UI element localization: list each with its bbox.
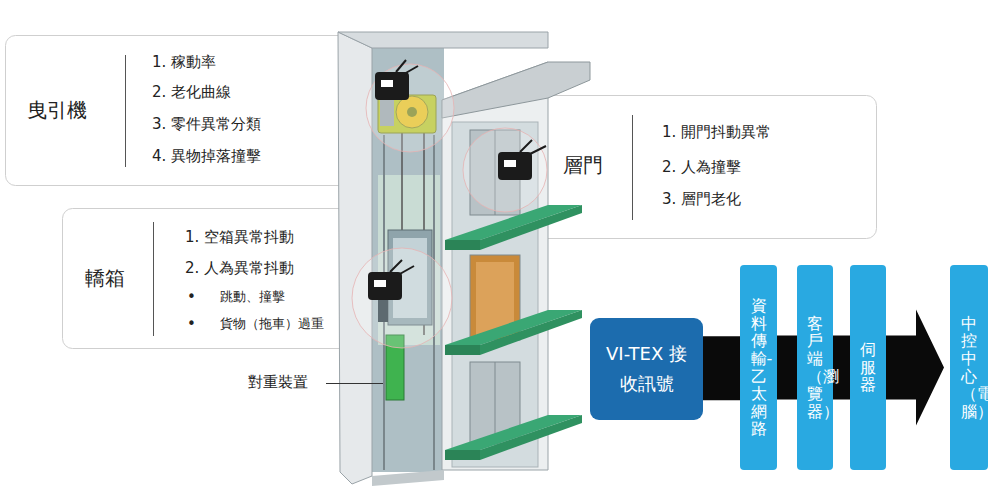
sensor-device — [498, 140, 546, 180]
magnifier-circle — [352, 248, 452, 348]
node-text: 貨物（拖車）過重 — [220, 316, 324, 333]
divider-line — [153, 222, 154, 336]
node-text: 資料傳輸-乙太網路 — [751, 297, 767, 438]
callout-panel: 轎箱 1. 空箱異常抖動 2. 人為異常抖動 • 跳動、撞擊 • 貨物（拖車）過重 — [62, 209, 345, 348]
flow-arrow — [697, 336, 746, 400]
callout-panel: 層門 1. 開門抖動異常 2. 人為撞擊 3. 層門老化 — [548, 96, 876, 238]
callout-panel: 曳引機 1. 稼動率 2. 老化曲線 3. 零件異常分類 4. 異物掉落撞擊 — [5, 36, 338, 186]
node-text: 客戶端（瀏覽器） — [807, 315, 823, 421]
floor-slab — [445, 205, 582, 460]
node-text: 3. 零件異常分類 — [152, 115, 261, 135]
node-text: VI-TEX 接收訊號 — [600, 339, 693, 398]
leader-line — [326, 383, 383, 384]
elevator-shaft — [338, 32, 590, 486]
part-label: 對重裝置 — [248, 373, 308, 393]
flow-arrow — [880, 310, 944, 426]
panel-heading: 轎箱 — [85, 265, 125, 291]
node-text: 1. 空箱異常抖動 — [185, 228, 294, 248]
node-text: 跳動、撞擊 — [220, 289, 285, 306]
magnifier-circle — [463, 128, 547, 212]
node-text: 1. 開門抖動異常 — [662, 123, 771, 143]
panel-heading: 曳引機 — [27, 97, 87, 123]
magnifier-circle — [366, 64, 454, 152]
node-text: 伺服器 — [860, 341, 876, 394]
divider-line — [632, 115, 633, 220]
receiver-box: VI-TEX 接收訊號 — [590, 318, 703, 420]
node-text: 1. 稼動率 — [152, 53, 216, 73]
node-text: 2. 人為異常抖動 — [185, 259, 294, 279]
process-box: 中控中心（電腦） — [950, 265, 988, 470]
process-box: 客戶端（瀏覽器） — [797, 265, 833, 470]
process-box: 資料傳輸-乙太網路 — [740, 265, 777, 470]
panel-heading: 層門 — [563, 152, 603, 178]
sensor-device — [375, 60, 418, 100]
process-box: 伺服器 — [850, 265, 886, 470]
divider-line — [125, 55, 126, 167]
node-text: • — [187, 315, 196, 335]
node-text: 3. 層門老化 — [662, 190, 741, 210]
sensor-device — [368, 260, 414, 322]
node-text: 2. 老化曲線 — [152, 83, 231, 103]
node-text: • — [187, 288, 196, 308]
node-text: 中控中心（電腦） — [961, 315, 977, 421]
panel-frame — [6, 36, 396, 186]
node-text: 4. 異物掉落撞擊 — [152, 147, 261, 167]
node-text: 2. 人為撞擊 — [662, 158, 741, 178]
